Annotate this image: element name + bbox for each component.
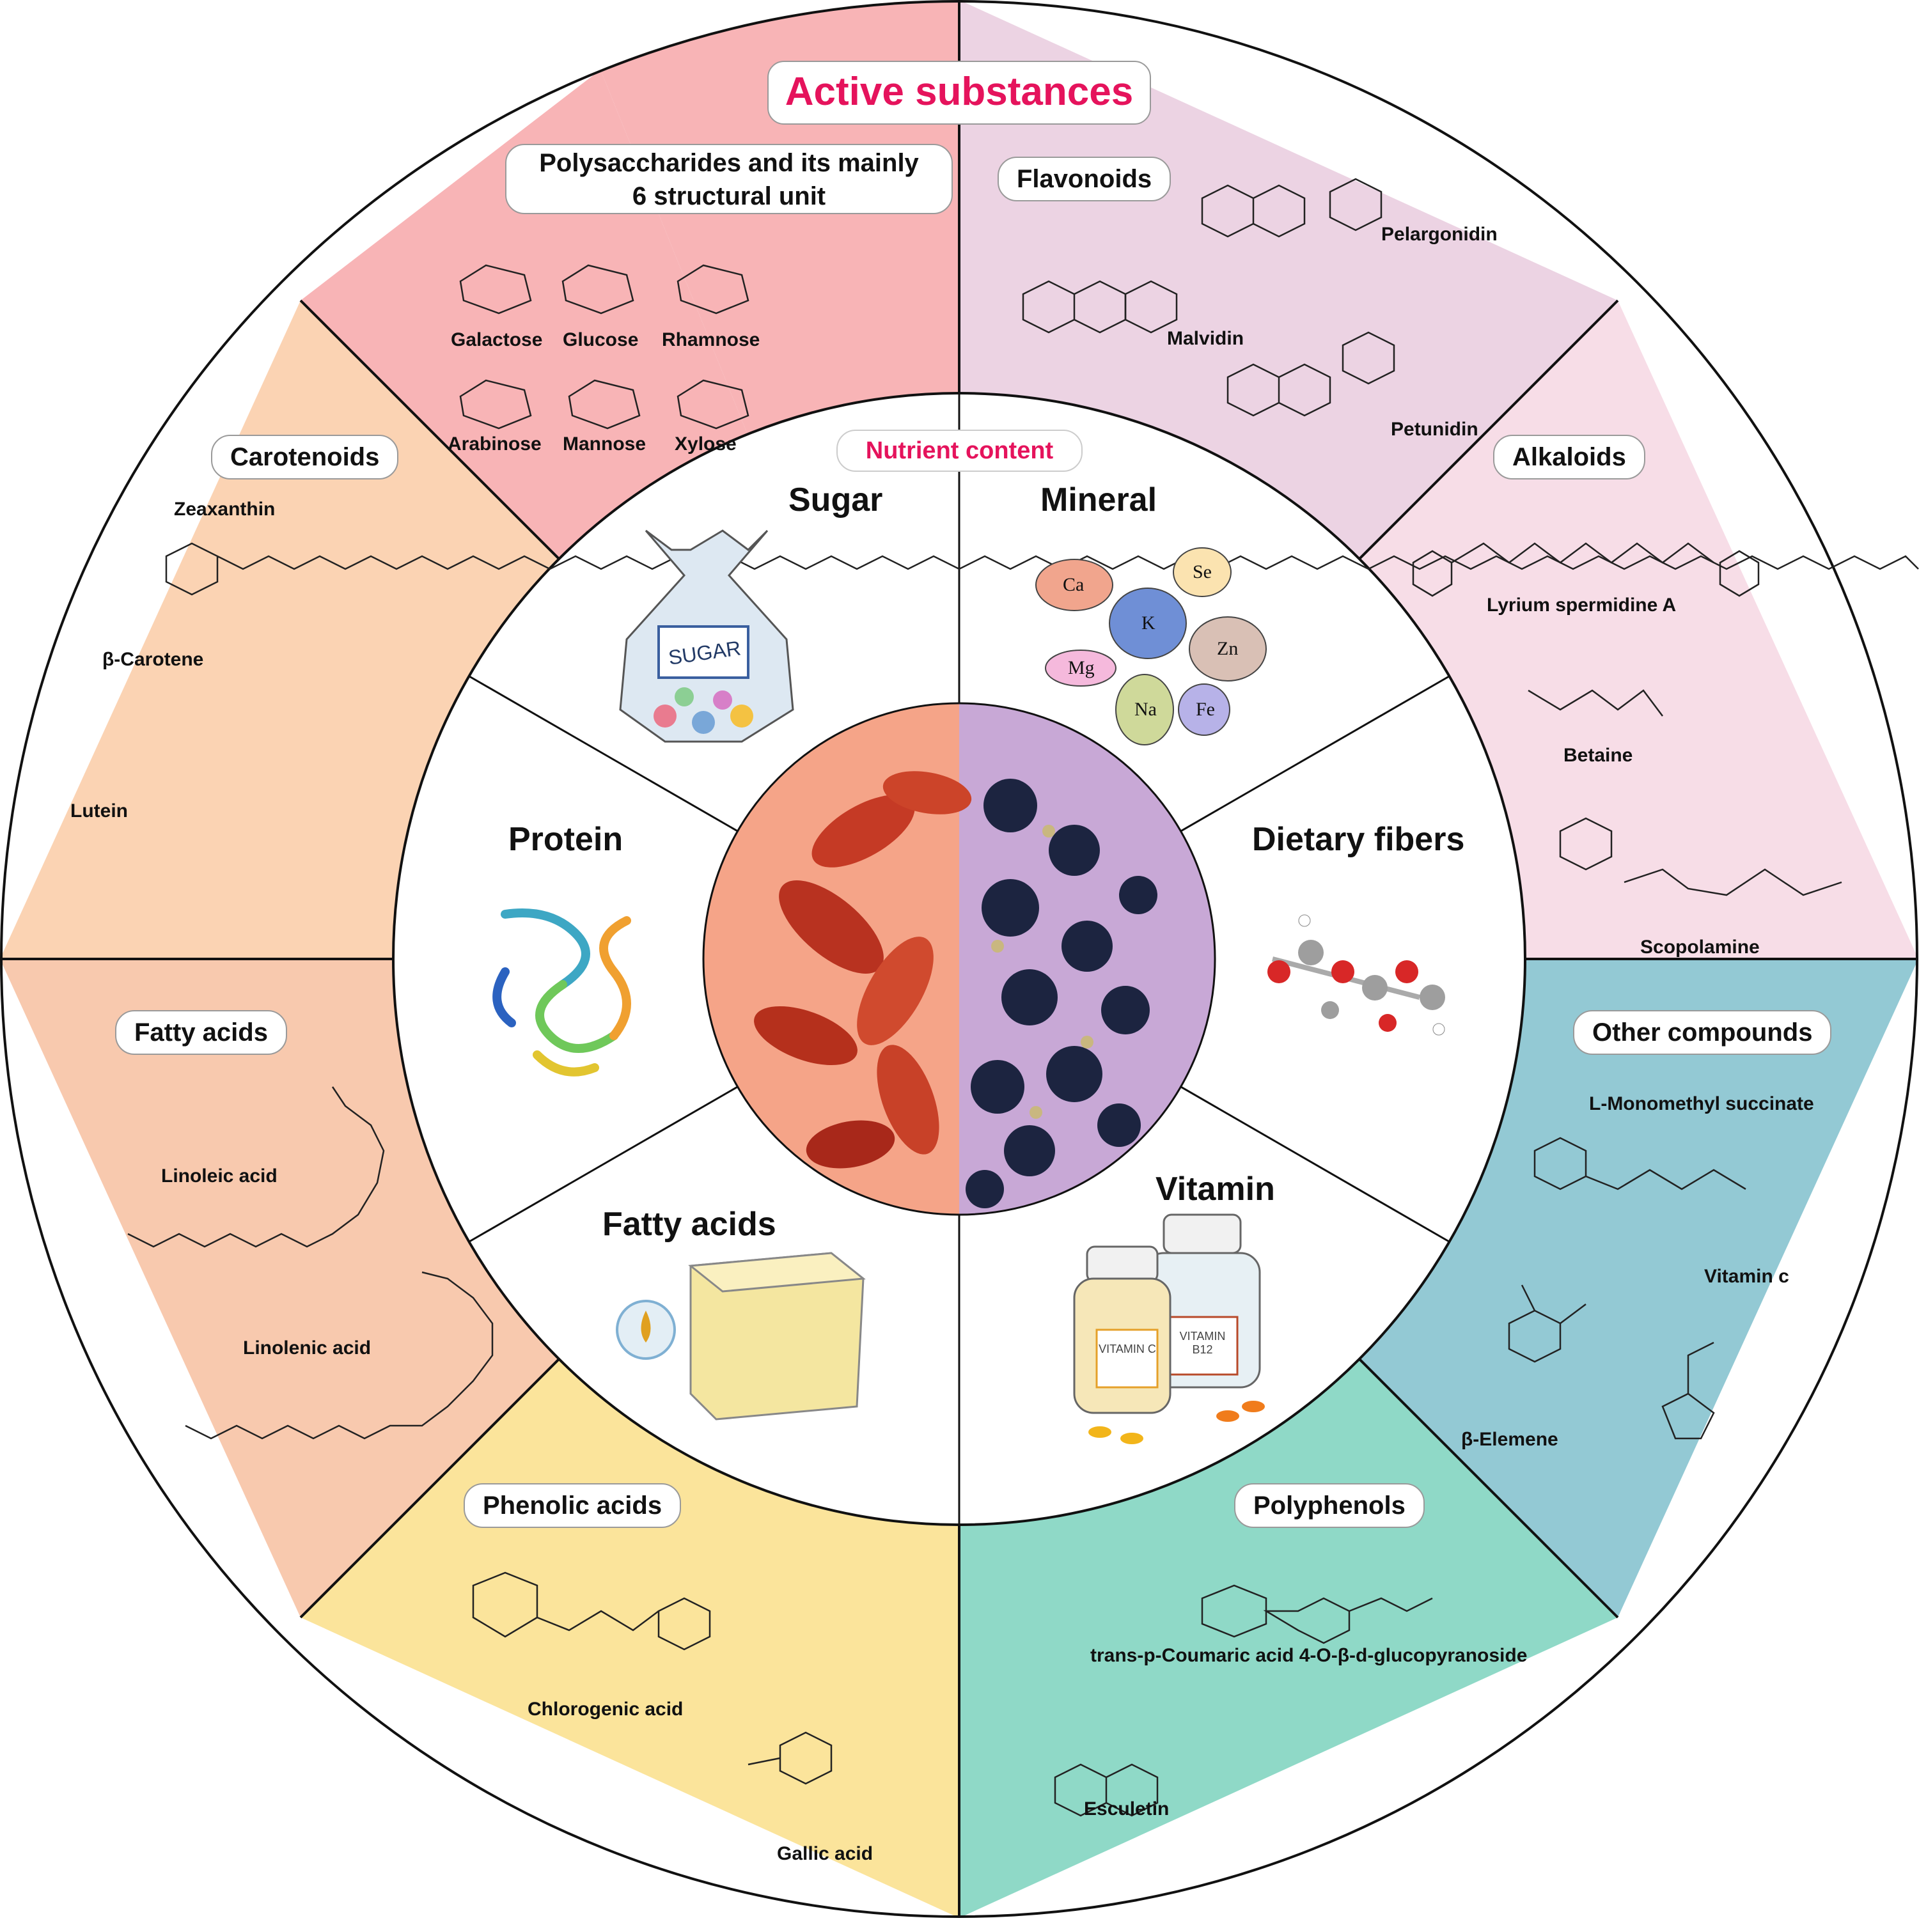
compound-linolenic: Linolenic acid — [243, 1337, 372, 1359]
mineral-k — [1109, 588, 1187, 659]
compound-mannose: Mannose — [563, 433, 646, 455]
nutrient-fatty: Fatty acids — [602, 1206, 776, 1243]
nutrient-sugar: Sugar — [788, 481, 883, 518]
category-flavonoids: Flavonoids — [998, 157, 1171, 201]
compound-petunidin: Petunidin — [1391, 419, 1478, 440]
category-polyphenols: Polyphenols — [1234, 1483, 1425, 1528]
fatty-structures — [127, 1086, 494, 1440]
other-structures — [1508, 1137, 1746, 1440]
mineral-mg — [1045, 650, 1116, 687]
vitamin-illustration — [1073, 1213, 1265, 1444]
nutrient-protein: Protein — [508, 821, 623, 858]
category-carotenoids: Carotenoids — [211, 435, 399, 479]
compound-xylose: Xylose — [675, 433, 737, 455]
category-alkaloids: Alkaloids — [1493, 435, 1645, 479]
sugar-bag-illustration — [619, 529, 794, 743]
mineral-label-fe: Fe — [1196, 699, 1215, 720]
alkaloid-structures — [1412, 542, 1842, 896]
compound-monomethyl: L-Monomethyl succinate — [1589, 1093, 1814, 1114]
goji-calyx-marks — [991, 825, 1093, 1119]
category-phenolic: Phenolic acids — [464, 1483, 682, 1528]
fiber-molecule-illustration — [1267, 914, 1445, 1036]
sugar-rings — [459, 264, 749, 430]
compound-betaine: Betaine — [1563, 745, 1633, 766]
compound-arabinose: Arabinose — [448, 433, 542, 455]
goji-black-berries — [966, 779, 1157, 1208]
mineral-zn — [1189, 616, 1267, 682]
fat-cube-illustration — [616, 1252, 866, 1421]
compound-zeaxanthin: Zeaxanthin — [174, 499, 276, 520]
category-fatty: Fatty acids — [115, 1010, 287, 1055]
compound-carotene: β-Carotene — [102, 649, 204, 670]
compound-lutein: Lutein — [70, 800, 128, 822]
flavonoid-structures — [1022, 178, 1395, 417]
mineral-ca — [1035, 559, 1113, 611]
goji-red-berries — [754, 771, 972, 1169]
nutrient-fibers: Dietary fibers — [1252, 821, 1465, 858]
compound-elemene: β-Elemene — [1461, 1429, 1558, 1450]
nutrient-mineral: Mineral — [1040, 481, 1157, 518]
compound-gallic: Gallic acid — [777, 1843, 873, 1864]
compound-scopolamine: Scopolamine — [1640, 937, 1760, 958]
mineral-bubbles — [1035, 547, 1267, 745]
phenolic-structures — [472, 1571, 833, 1785]
compound-vitc: Vitamin c — [1704, 1266, 1789, 1287]
category-polysaccharides: Polysaccharides and its mainly 6 structu… — [505, 144, 953, 214]
mineral-label-ca: Ca — [1063, 574, 1085, 595]
mineral-label-zn: Zn — [1217, 638, 1239, 659]
polyphenol-structures — [1054, 1584, 1433, 1817]
mineral-se — [1173, 547, 1232, 597]
nutrient-content-title: Nutrient content — [836, 430, 1083, 472]
compound-pelargonidin: Pelargonidin — [1381, 224, 1498, 245]
compound-malvidin: Malvidin — [1167, 328, 1244, 349]
mineral-na — [1115, 674, 1174, 745]
active-substances-title: Active substances — [767, 61, 1151, 125]
compound-linoleic: Linoleic acid — [161, 1165, 278, 1187]
center-border — [702, 702, 1216, 1216]
compound-galactose: Galactose — [451, 329, 543, 350]
compound-glucose: Glucose — [563, 329, 639, 350]
category-other: Other compounds — [1573, 1010, 1832, 1055]
compound-esculetin: Esculetin — [1084, 1798, 1170, 1819]
nutrient-vitamin: Vitamin — [1155, 1171, 1275, 1208]
compound-rhamnose: Rhamnose — [662, 329, 760, 350]
compound-coumaric: trans-p-Coumaric acid 4-O-β-d-glucopyran… — [1090, 1645, 1528, 1666]
mineral-label-se: Se — [1193, 561, 1212, 582]
mineral-label-mg: Mg — [1068, 657, 1095, 678]
mineral-label-na: Na — [1134, 699, 1157, 720]
protein-illustration — [492, 908, 631, 1077]
mineral-label-k: K — [1141, 612, 1155, 634]
mineral-fe — [1178, 683, 1230, 736]
vitamin-c-label: VITAMIN C — [1099, 1343, 1156, 1355]
compound-chlorogenic: Chlorogenic acid — [528, 1699, 684, 1720]
vitamin-b12-label: VITAMIN B12 — [1179, 1330, 1226, 1356]
compound-lyrium: Lyrium spermidine A — [1487, 595, 1677, 616]
